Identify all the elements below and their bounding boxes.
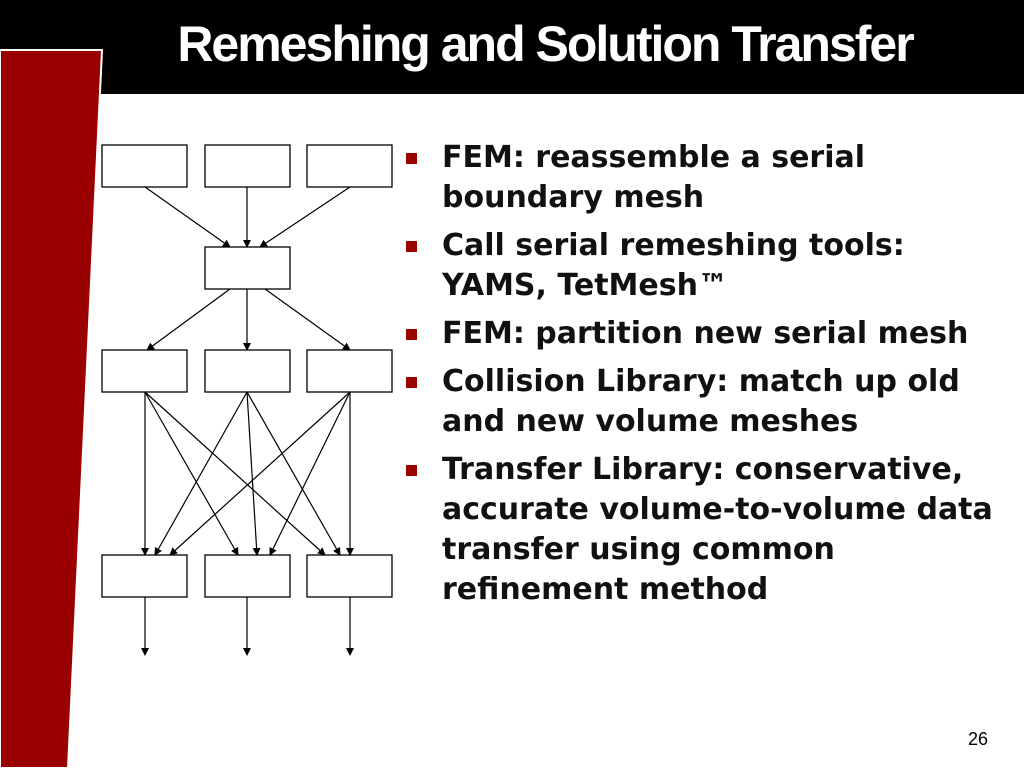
red-band-shape xyxy=(0,49,104,768)
diagram-arrow xyxy=(154,391,248,556)
bullet-text: Call serial remeshing tools: YAMS, TetMe… xyxy=(442,228,905,303)
bullet-item: FEM: partition new serial mesh xyxy=(404,314,1004,354)
workflow-diagram xyxy=(101,144,393,656)
diagram-arrow xyxy=(246,391,261,556)
title-bar xyxy=(0,0,1024,94)
square-bullet-icon xyxy=(406,153,417,164)
bullet-item: Call serial remeshing tools: YAMS, TetMe… xyxy=(404,226,1004,306)
bullet-text: FEM: reassemble a serial boundary mesh xyxy=(442,140,866,215)
bullet-item: FEM: reassemble a serial boundary mesh xyxy=(404,138,1004,218)
square-bullet-icon xyxy=(406,241,417,252)
diagram-arrow xyxy=(169,391,351,556)
square-bullet-icon xyxy=(406,329,417,340)
page-number: 26 xyxy=(967,729,988,749)
diagram-box xyxy=(306,349,393,393)
red-accent-band xyxy=(0,49,104,768)
bullet-text: Transfer Library: conservative, accurate… xyxy=(442,452,993,607)
bullet-text: FEM: partition new serial mesh xyxy=(442,316,969,351)
diagram-box xyxy=(204,144,291,188)
diagram-arrow xyxy=(269,391,351,556)
diagram-box xyxy=(306,554,393,598)
diagram-box xyxy=(101,349,188,393)
square-bullet-icon xyxy=(406,465,417,476)
diagram-arrow xyxy=(146,288,231,351)
bullet-item: Transfer Library: conservative, accurate… xyxy=(404,450,1004,610)
bullet-text: Collision Library: match up old and new … xyxy=(442,364,960,439)
diagram-arrow xyxy=(259,186,351,248)
bullet-list: FEM: reassemble a serial boundary mesh C… xyxy=(404,138,1004,618)
diagram-box xyxy=(204,554,291,598)
diagram-box xyxy=(306,144,393,188)
slide-title: Remeshing and Solution Transfer xyxy=(177,16,914,72)
diagram-arrow xyxy=(246,391,341,556)
diagram-box xyxy=(204,349,291,393)
diagram-arrow xyxy=(144,186,231,248)
diagram-box xyxy=(101,554,188,598)
diagram-arrow xyxy=(144,391,239,556)
diagram-arrow xyxy=(264,288,351,351)
square-bullet-icon xyxy=(406,377,417,388)
bullet-item: Collision Library: match up old and new … xyxy=(404,362,1004,442)
diagram-box xyxy=(101,144,188,188)
diagram-box xyxy=(204,246,291,290)
diagram-arrow xyxy=(144,391,326,556)
